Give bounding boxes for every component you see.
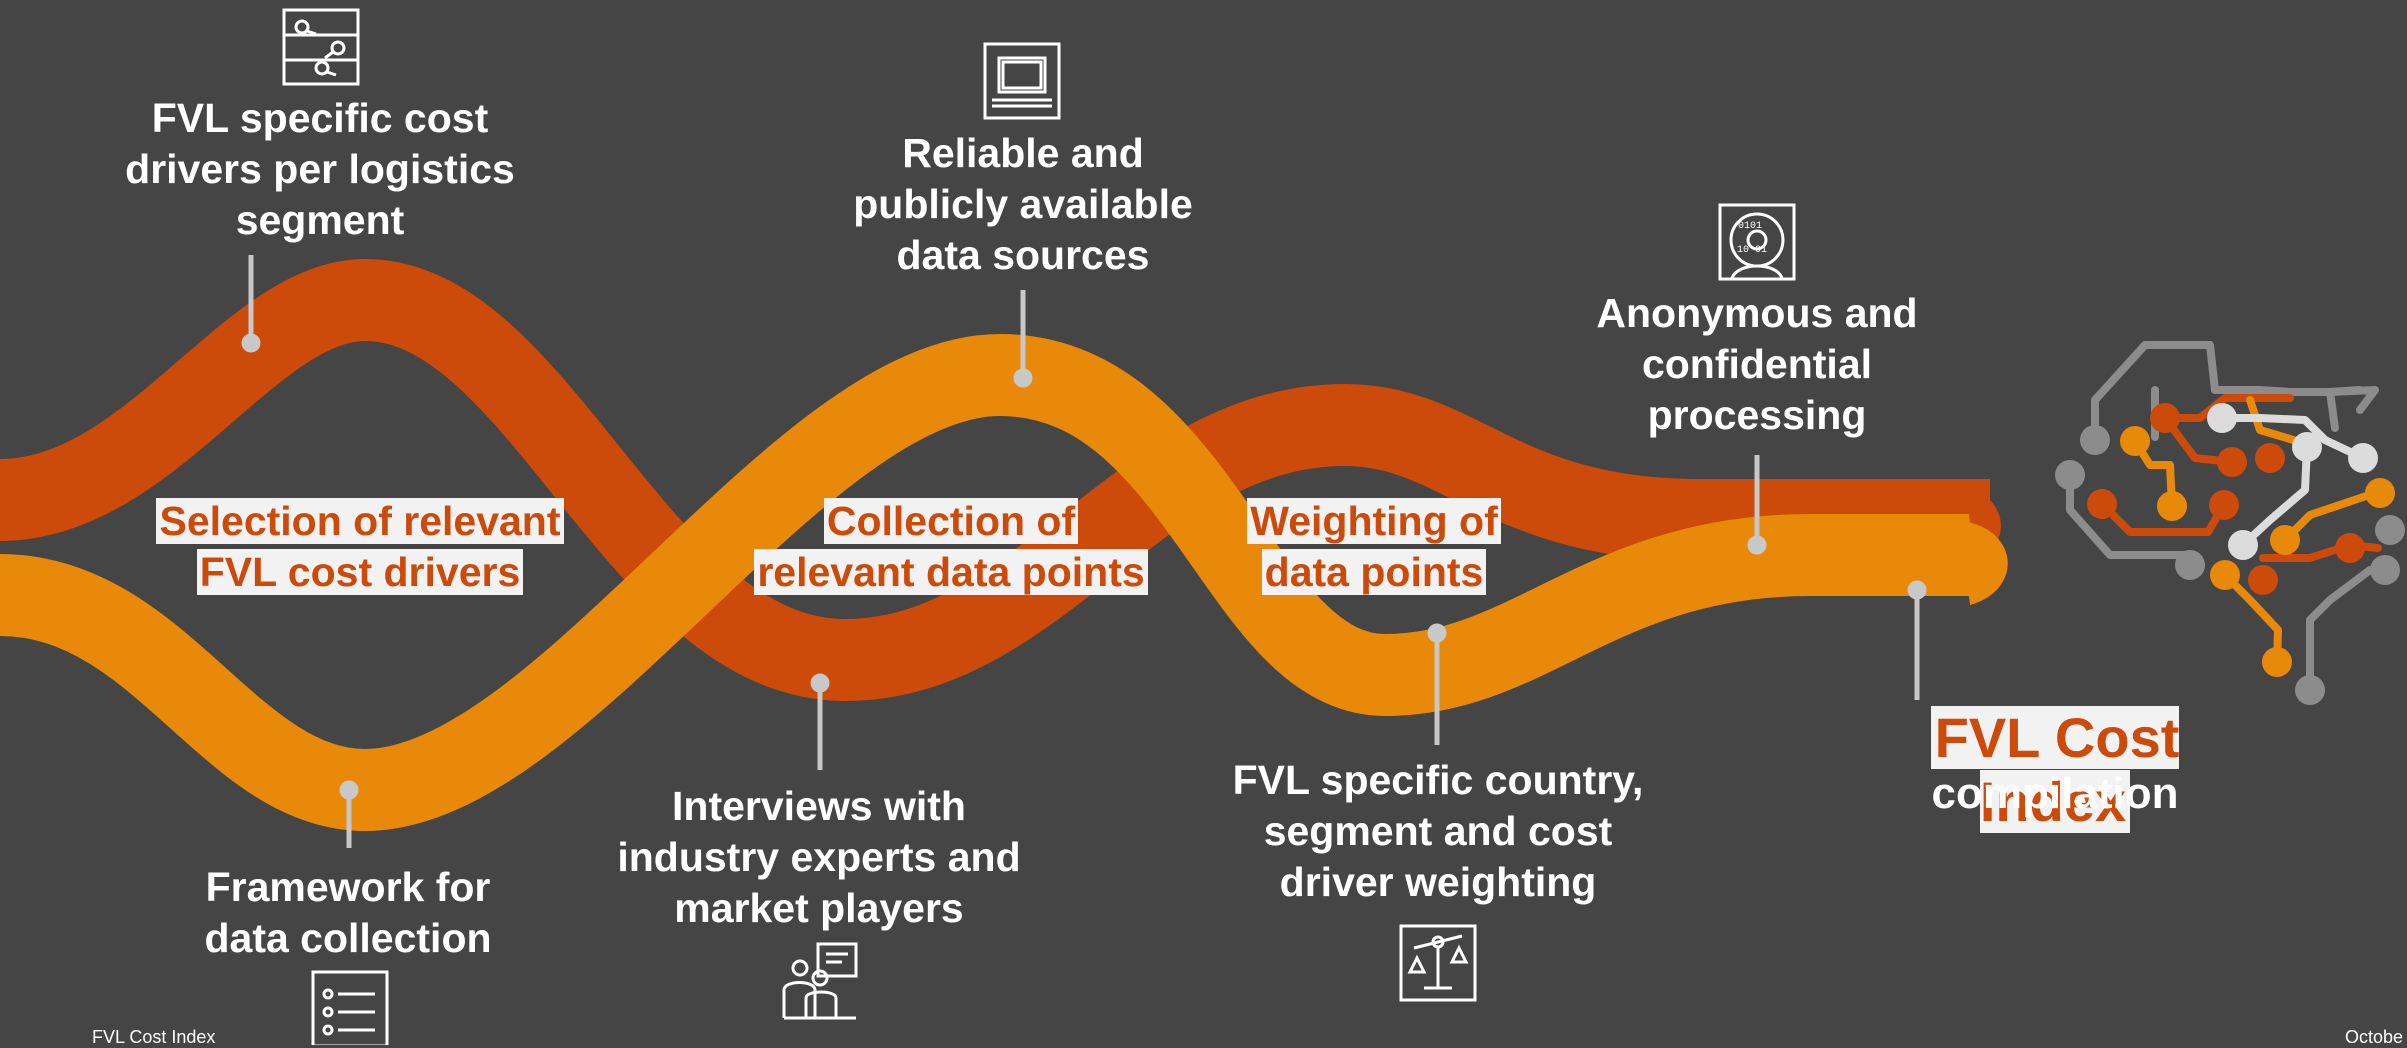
circuit-brain-icon — [2055, 341, 2405, 705]
stage-selection: Selection of relevant FVL cost drivers — [110, 496, 610, 598]
stage-collection: Collection of relevant data points — [701, 496, 1201, 598]
caption-interviews: Interviews with industry experts and mar… — [617, 783, 1021, 931]
final-subtitle: compilation — [1931, 769, 2179, 818]
caption-cost-drivers: FVL specific cost drivers per logistics … — [125, 95, 515, 243]
stage-weighting: Weighting of data points — [1174, 496, 1574, 598]
caption-data-sources: Reliable and publicly available data sou… — [853, 130, 1193, 278]
connectors — [241, 255, 1927, 848]
balance-scale-icon — [1399, 924, 1477, 1002]
caption-anonymous: Anonymous and confidential processing — [1596, 290, 1918, 438]
final-title: FVL Cost Index — [1860, 706, 2250, 834]
caption-weighting: FVL specific country, segment and cost d… — [1232, 757, 1644, 905]
laptop-icon — [983, 42, 1061, 120]
checklist-icon — [311, 970, 389, 1045]
svg-text:0101: 0101 — [1738, 221, 1762, 232]
light-ribbon — [0, 333, 1990, 832]
dark-ribbon — [0, 258, 1990, 702]
sliders-icon — [282, 8, 360, 86]
light-ribbon-cap — [1955, 520, 2008, 605]
binary-person-icon: 0101 10 01 — [1718, 203, 1796, 281]
svg-text:10 01: 10 01 — [1737, 245, 1767, 256]
caption-framework: Framework for data collection — [204, 864, 492, 961]
footer-left: FVL Cost Index — [92, 1027, 216, 1047]
presentation-icon — [782, 942, 858, 1020]
footer-right: Octobe — [2345, 1027, 2404, 1047]
